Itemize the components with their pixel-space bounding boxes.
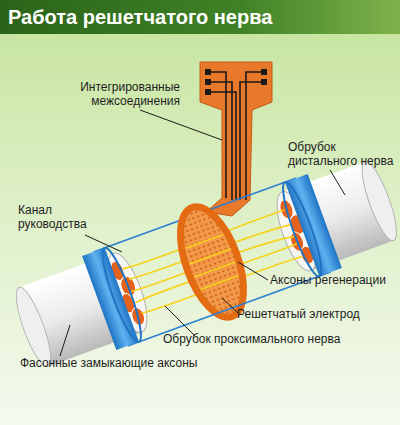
contact-pads: [205, 69, 267, 95]
part-label: Решетчатый электрод: [237, 307, 360, 321]
contact-pad: [205, 69, 211, 75]
axon: [201, 276, 239, 290]
clamp-band-edge: [277, 179, 328, 279]
part-label: Обрубок проксимального нерва: [163, 332, 340, 346]
contact-pad: [205, 79, 211, 85]
leader-line: [238, 262, 268, 280]
part-label: Интегрированные межсоединения: [55, 80, 180, 108]
leader-line: [60, 325, 70, 356]
leader-line: [85, 235, 122, 252]
title: Работа решетчатого нерва: [8, 5, 272, 29]
trace: [240, 82, 264, 200]
ribbon-traces: [208, 72, 264, 200]
part-label: Обрубок дистального нерва: [288, 140, 398, 168]
leader-line: [165, 306, 195, 336]
regenerating-axons: [184, 234, 240, 290]
title-banner: [0, 0, 400, 34]
axon: [194, 262, 235, 277]
trace: [246, 72, 264, 200]
part-label: Аксоны регенерации: [270, 273, 386, 287]
sieve-electrode: [168, 199, 257, 326]
part-label: Фасонные замыкающие аксоны: [20, 356, 197, 370]
stump-cap: [356, 158, 400, 244]
interconnect-ribbon: [200, 62, 272, 216]
clamp-band-edge: [96, 245, 147, 345]
leader-line: [140, 110, 222, 140]
contact-pad: [261, 79, 267, 85]
axon: [186, 234, 224, 248]
nerve-guide-assembly: [4, 143, 400, 385]
part-label: Канал руководства: [18, 203, 96, 231]
contact-pad: [205, 89, 211, 95]
leader-line: [330, 170, 345, 195]
trace: [208, 82, 232, 200]
axon: [189, 249, 230, 264]
leader-line: [222, 298, 238, 313]
trace: [208, 92, 236, 200]
contact-pad: [261, 69, 267, 75]
